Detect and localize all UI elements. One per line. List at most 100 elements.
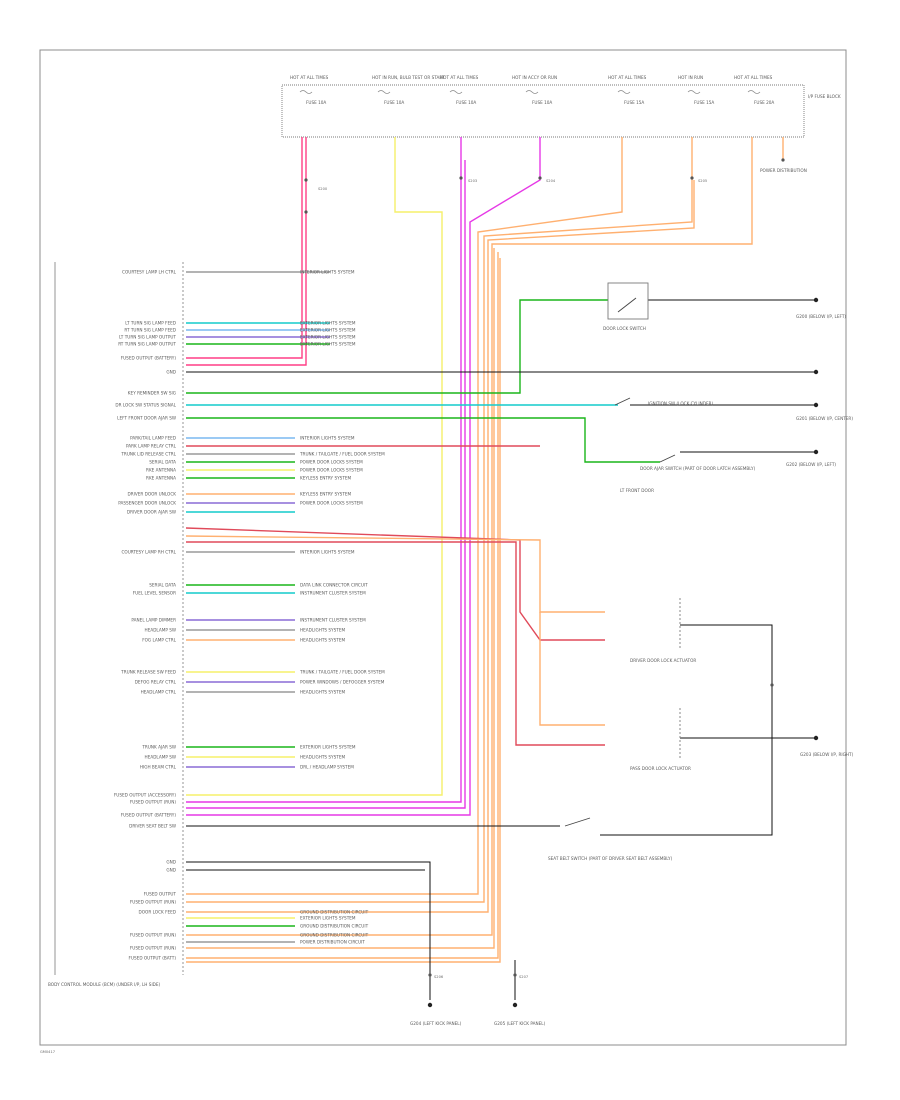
circuit-reference: GROUND DISTRIBUTION CIRCUIT [300, 933, 369, 938]
ajar-contact [659, 454, 676, 463]
circuit-reference: POWER DOOR LOCKS SYSTEM [300, 501, 363, 506]
circuit-reference: KEYLESS ENTRY SYSTEM [300, 492, 352, 497]
bcm-pin-label: DEFOG RELAY CTRL [135, 680, 177, 685]
terminal-dot [427, 1002, 433, 1008]
splice-label-5: S206 [434, 975, 444, 979]
fuse-label-1: FUSE 10A [306, 100, 326, 105]
fuse-header-1: HOT AT ALL TIMES [290, 75, 329, 80]
circuit-reference: INTERIOR LIGHTS SYSTEM [300, 436, 355, 441]
fuse-header-2: HOT IN RUN, BULB TEST OR START [372, 75, 445, 80]
wire-orange-5 [186, 248, 495, 949]
ignition-switch: IGNITION SW (LOCK CYLINDER) [614, 397, 714, 406]
bcm-pin-label: FUSED OUTPUT (RUN) [130, 800, 176, 805]
door-lock-switch-box [607, 282, 649, 320]
bcm-pin-label: DOOR LOCK FEED [139, 910, 176, 915]
bcm-pin-label: LT TURN SIG LAMP OUTPUT [119, 335, 176, 340]
wire-pink-battery-feed [186, 137, 307, 366]
wire-green-key-reminder [186, 299, 608, 394]
door-lock-switch: DOOR LOCK SWITCH [603, 282, 649, 331]
bcm-pin-label: DRIVER SEAT BELT SW [129, 824, 176, 829]
ground-label-3: G202 (BELOW I/P, LEFT) [786, 462, 836, 467]
splice-dot [304, 210, 308, 214]
bcm-pin-label: FUSED OUTPUT (RUN) [130, 900, 176, 905]
bcm-pin-label: HEADLAMP SW [145, 755, 176, 760]
wire-magenta-2 [186, 160, 466, 809]
wire-lock-red-1 [185, 527, 605, 641]
bcm-pin-label: FUSED OUTPUT [144, 892, 177, 897]
switch-contact [617, 297, 637, 313]
wire-lock-orange-2 [539, 612, 605, 726]
fuse-label-3: FUSE 10A [456, 100, 476, 105]
splice-dot [781, 158, 785, 162]
bcm-pin-label: HIGH BEAM CTRL [140, 765, 177, 770]
bcm-pin-label: DRIVER DOOR UNLOCK [127, 492, 176, 497]
circuit-reference: KEYLESS ENTRY SYSTEM [300, 476, 352, 481]
wire-yellow-run [186, 137, 443, 796]
ground-label-1: G200 (BELOW I/P, LEFT) [796, 314, 846, 319]
terminal-dot [813, 369, 819, 375]
splice-label-6: S207 [519, 975, 528, 979]
circuit-reference: DRL / HEADLAMP SYSTEM [300, 765, 354, 770]
bcm-bottom-label: BODY CONTROL MODULE (BCM) (UNDER I/P, LH… [48, 982, 161, 987]
fuse-header-6: HOT IN RUN [678, 75, 703, 80]
fuse-label-5: FUSE 15A [624, 100, 644, 105]
circuit-reference: HEADLIGHTS SYSTEM [300, 628, 345, 633]
driver-lock-actuator-label: DRIVER DOOR LOCK ACTUATOR [630, 658, 696, 663]
bcm-pin-label: RKE ANTENNA [146, 476, 176, 481]
driver-lock-actuator: DRIVER DOOR LOCK ACTUATOR [630, 598, 696, 663]
circuit-reference: INSTRUMENT CLUSTER SYSTEM [300, 618, 366, 623]
bcm-pin-label: FUSED OUTPUT (BATTERY) [121, 356, 177, 361]
fuse-header-3: HOT AT ALL TIMES [440, 75, 479, 80]
circuit-reference: POWER DISTRIBUTION CIRCUIT [300, 940, 365, 945]
circuit-reference: POWER DOOR LOCKS SYSTEM [300, 468, 363, 473]
bcm-pin-label: FUSED OUTPUT (BATT) [129, 956, 177, 961]
circuit-reference: EXTERIOR LIGHTS SYSTEM [300, 328, 356, 333]
fuse-label-4: FUSE 10A [532, 100, 552, 105]
bcm-pin-label: SERIAL DATA [149, 583, 176, 588]
wire-lock-red-2 [186, 541, 605, 746]
power-distribution-label: POWER DISTRIBUTION [760, 168, 807, 173]
circuit-reference: EXTERIOR LIGHTS SYSTEM [300, 335, 356, 340]
wire-pink-2 [186, 137, 303, 359]
circuit-reference: POWER DOOR LOCKS SYSTEM [300, 460, 363, 465]
splice-dot [304, 178, 308, 182]
fuse-header-4: HOT IN ACCY OR RUN [512, 75, 557, 80]
door-lock-switch-label: DOOR LOCK SWITCH [603, 326, 646, 331]
footer-code: GM0417 [40, 1050, 55, 1054]
bcm-pin-label: FOG LAMP CTRL [142, 638, 176, 643]
bcm-pin-label: FUSED OUTPUT (BATTERY) [121, 813, 177, 818]
bcm-pin-label: RT TURN SIG LAMP OUTPUT [118, 342, 176, 347]
lt-front-door-label: LT FRONT DOOR [620, 488, 654, 493]
bcm-pin-label: HEADLAMP SW [145, 628, 176, 633]
fuse-block: HOT AT ALL TIMES HOT IN RUN, BULB TEST O… [281, 75, 841, 138]
bcm-pin-label: PANEL LAMP DIMMER [131, 618, 176, 623]
wire-orange-1 [186, 137, 623, 895]
ground-label-4: G203 (BELOW I/P, RIGHT) [800, 752, 854, 757]
bcm-pin-label: GND [166, 860, 176, 865]
bcm-pin-label: GND [166, 868, 176, 873]
wire-orange-3 [186, 180, 695, 913]
terminal-dot [813, 297, 819, 303]
bcm-pin-label: COURTESY LAMP LH CTRL [122, 270, 177, 275]
seat-belt-switch: SEAT BELT SWITCH (PART OF DRIVER SEAT BE… [548, 817, 673, 861]
wire-gnd-1 [186, 861, 431, 1000]
fuse-block-side-label: I/P FUSE BLOCK [808, 94, 841, 99]
seat-belt-switch-label: SEAT BELT SWITCH (PART OF DRIVER SEAT BE… [548, 856, 673, 861]
splice-dot [513, 973, 517, 977]
wire-orange-7 [186, 258, 501, 963]
circuit-reference: HEADLIGHTS SYSTEM [300, 690, 345, 695]
splice-label-4: S205 [698, 179, 707, 183]
bcm-pin-label: TRUNK LID RELEASE CTRL [120, 452, 176, 457]
bcm-pin-label: PARK LAMP RELAY CTRL [126, 444, 177, 449]
terminal-dot [813, 402, 819, 408]
circuit-reference: DATA LINK CONNECTOR CIRCUIT [300, 583, 368, 588]
bcm-pin-label: TRUNK AJAR SW [141, 745, 176, 750]
circuit-reference-labels: INTERIOR LIGHTS SYSTEM EXTERIOR LIGHTS SY… [299, 270, 385, 945]
splice-label-2: S203 [468, 179, 477, 183]
bcm-pin-label: PASSENGER DOOR UNLOCK [118, 501, 176, 506]
circuit-reference: EXTERIOR LIGHTS SYSTEM [300, 916, 356, 921]
fuse-label-6: FUSE 15A [694, 100, 714, 105]
circuit-reference: TRUNK / TAILGATE / FUEL DOOR SYSTEM [299, 452, 385, 457]
